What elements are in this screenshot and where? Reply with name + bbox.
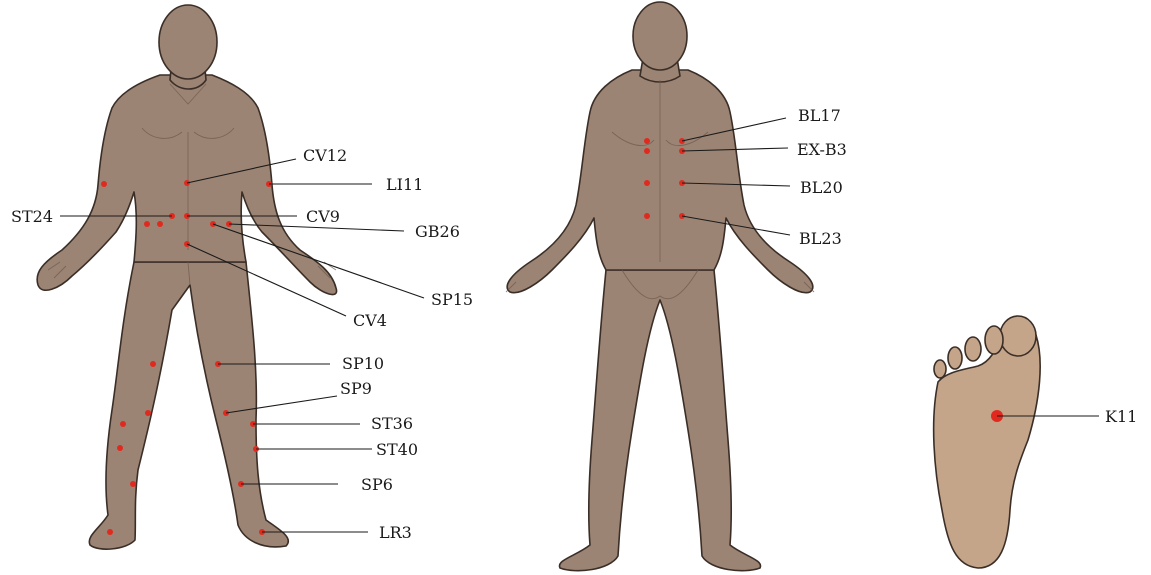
label-sp9: SP9 (340, 379, 372, 398)
acupoint-left-shin-2 (117, 445, 123, 451)
label-st24: ST24 (11, 207, 53, 226)
label-bl17: BL17 (798, 106, 841, 125)
acupoint-exb3-left (644, 148, 650, 154)
acupoint-side-left-2 (157, 221, 163, 227)
acupoint-bl17-left (644, 138, 650, 144)
acupoint-bl23-left (644, 213, 650, 219)
label-sp15: SP15 (431, 290, 473, 309)
acupoint-left-thigh (150, 361, 156, 367)
label-cv9: CV9 (306, 207, 340, 226)
acupoint-bl20-left (644, 180, 650, 186)
label-lr3: LR3 (379, 523, 412, 542)
acupoint-left-arm (101, 181, 107, 187)
label-st36: ST36 (371, 414, 413, 433)
front-body-figure (37, 5, 336, 549)
label-st40: ST40 (376, 440, 418, 459)
label-k11: K11 (1105, 407, 1137, 426)
acupoint-left-knee (145, 410, 151, 416)
label-sp10: SP10 (342, 354, 384, 373)
label-sp6: SP6 (361, 475, 393, 494)
back-labels: BL17 EX-B3 BL20 BL23 (797, 106, 847, 248)
acupoint-left-foot (107, 529, 113, 535)
acupoint-side-left-1 (144, 221, 150, 227)
label-cv12: CV12 (303, 146, 347, 165)
back-body-figure (506, 2, 814, 571)
label-gb26: GB26 (415, 222, 460, 241)
label-cv4: CV4 (353, 311, 387, 330)
acupoint-left-ankle (130, 481, 136, 487)
acupoint-left-shin-1 (120, 421, 126, 427)
label-li11: LI11 (386, 175, 423, 194)
label-exb3: EX-B3 (797, 140, 847, 159)
label-bl20: BL20 (800, 178, 843, 197)
foot-sole-figure (934, 316, 1041, 568)
label-bl23: BL23 (799, 229, 842, 248)
